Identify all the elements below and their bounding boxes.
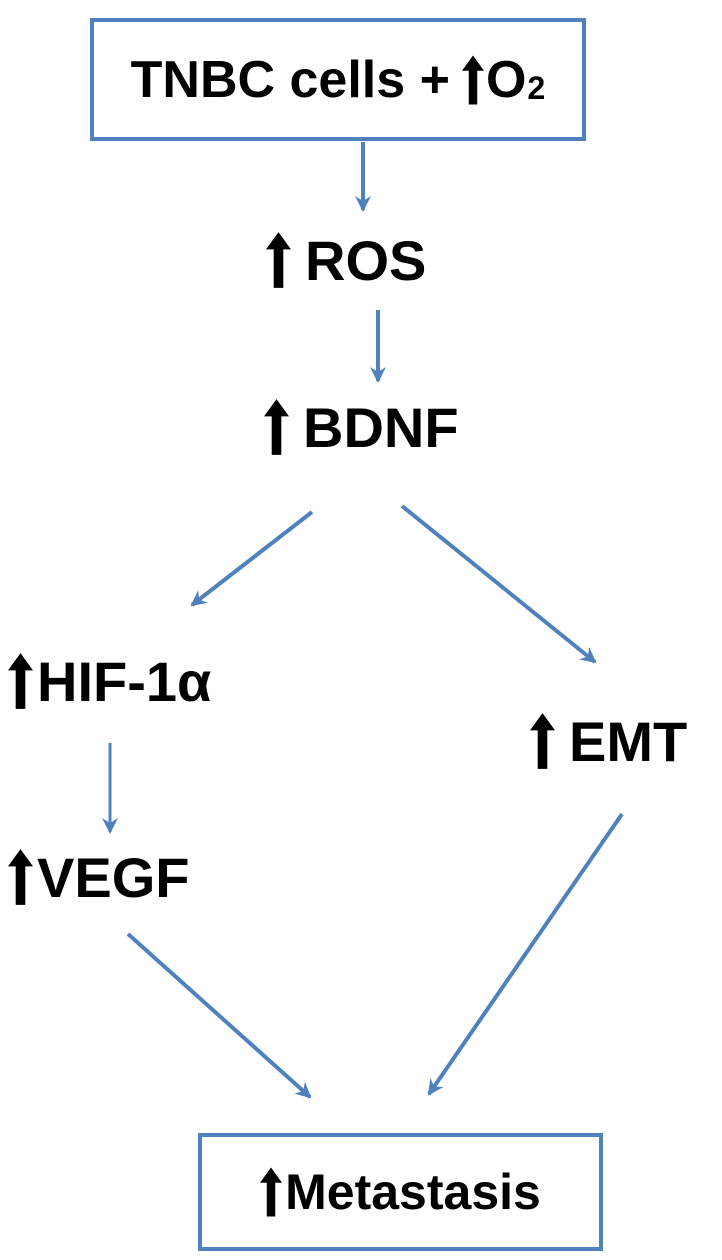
node-hif1a: HIF-1α [8, 652, 211, 710]
increase-arrow-icon [8, 849, 33, 905]
edge-emt-to-met [427, 812, 624, 1096]
oxygen-symbol: O [485, 50, 527, 109]
node-ros: ROS [266, 231, 426, 289]
node-hif1a-label: HIF-1α [37, 650, 212, 713]
node-tnbc-box: TNBC cells + O 2 [90, 18, 586, 141]
node-ros-label: ROS [305, 229, 427, 292]
node-bdnf: BDNF [264, 398, 459, 456]
increase-arrow-icon [8, 653, 33, 709]
edge-bdnf-to-emt [400, 504, 597, 664]
node-bdnf-label: BDNF [303, 396, 459, 459]
increase-arrow-icon [461, 54, 484, 105]
increase-arrow-icon [260, 1167, 283, 1217]
increase-arrow-icon [264, 399, 289, 455]
tnbc-prefix-label: TNBC cells + [130, 50, 450, 109]
node-metastasis-box: Metastasis [198, 1133, 603, 1251]
edge-vegf-to-met [126, 932, 312, 1099]
node-emt-label: EMT [569, 710, 688, 773]
node-vegf-label: VEGF [37, 846, 190, 909]
increase-arrow-icon [530, 713, 555, 769]
node-vegf: VEGF [8, 848, 189, 906]
node-metastasis-label: Metastasis [285, 1164, 541, 1220]
edge-bdnf-to-hif [190, 510, 314, 607]
increase-arrow-icon [266, 232, 291, 288]
oxygen-subscript: 2 [527, 70, 546, 107]
node-emt: EMT [530, 712, 687, 770]
